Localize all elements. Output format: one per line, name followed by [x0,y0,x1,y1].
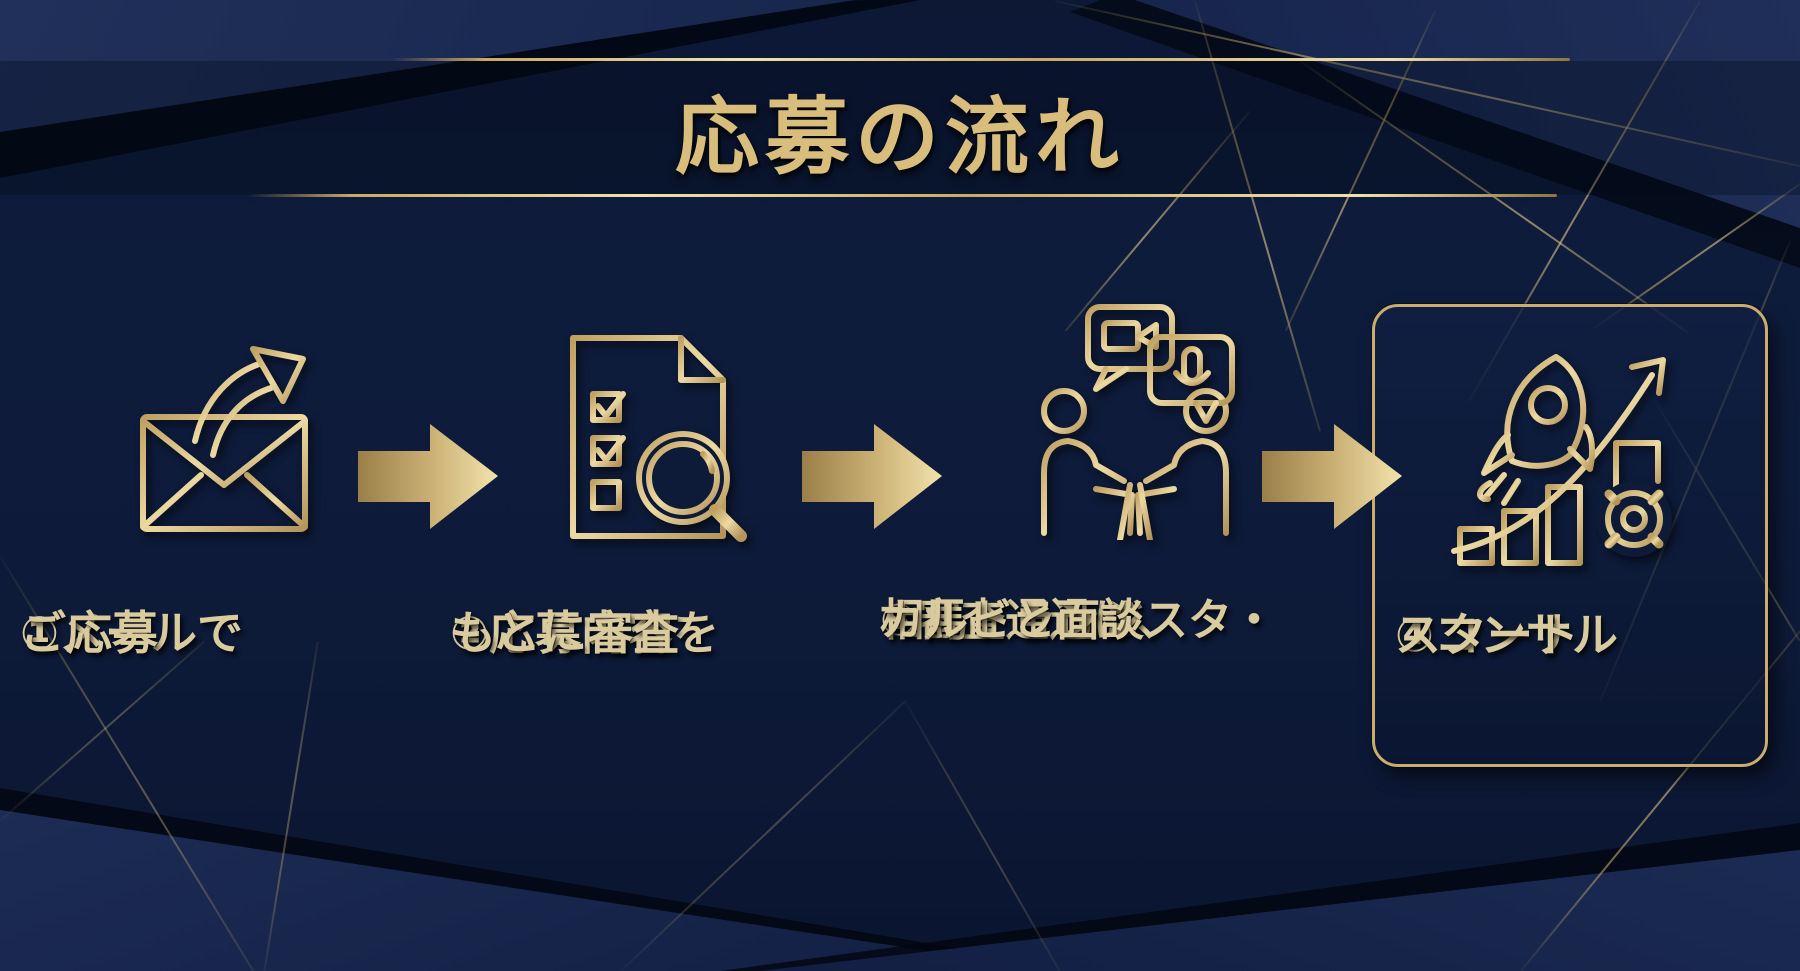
step-2-line-1: ②応募内容を [450,606,719,660]
interview-icon [1000,293,1270,540]
document-review-icon [545,308,755,543]
step-1-line-2: ご応募 [20,606,158,660]
email-send-icon [55,345,315,535]
deco-gold-line [904,700,1061,971]
step-3-line-3: カルビと面談 [880,595,1144,646]
flow-arrow-icon [802,424,942,529]
flow-arrow-icon [358,424,498,529]
step-4-line-2: スタート [1395,608,1579,662]
step-1-line-1: ①メールで [20,606,243,660]
page-title: 応募の流れ [674,88,1125,186]
step-4-line-1: ④コンサル [1395,608,1618,662]
step-2-line-2: もとに審査 [450,606,680,660]
title-band [0,61,1800,195]
deco-gold-line [0,640,206,822]
step-4-highlight-box [1372,304,1768,767]
title-rule-top [390,58,1570,61]
step-3-line-2: 相馬トランジスタ・ [880,595,1276,646]
step-3-line-1: ③審査通過は、 [880,595,1182,646]
title-rule-bottom [247,194,1557,197]
rocket-growth-icon [1420,323,1720,570]
